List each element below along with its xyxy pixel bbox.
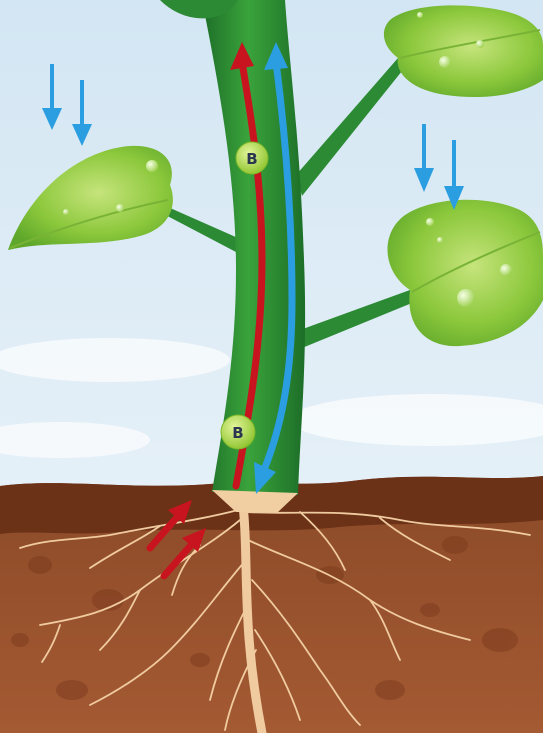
boron-node-lower-label: B — [232, 424, 243, 442]
soil — [0, 476, 543, 733]
boron-node-upper: B — [236, 142, 268, 174]
boron-node-upper-label: B — [246, 150, 257, 168]
boron-node-lower: B — [221, 415, 255, 449]
